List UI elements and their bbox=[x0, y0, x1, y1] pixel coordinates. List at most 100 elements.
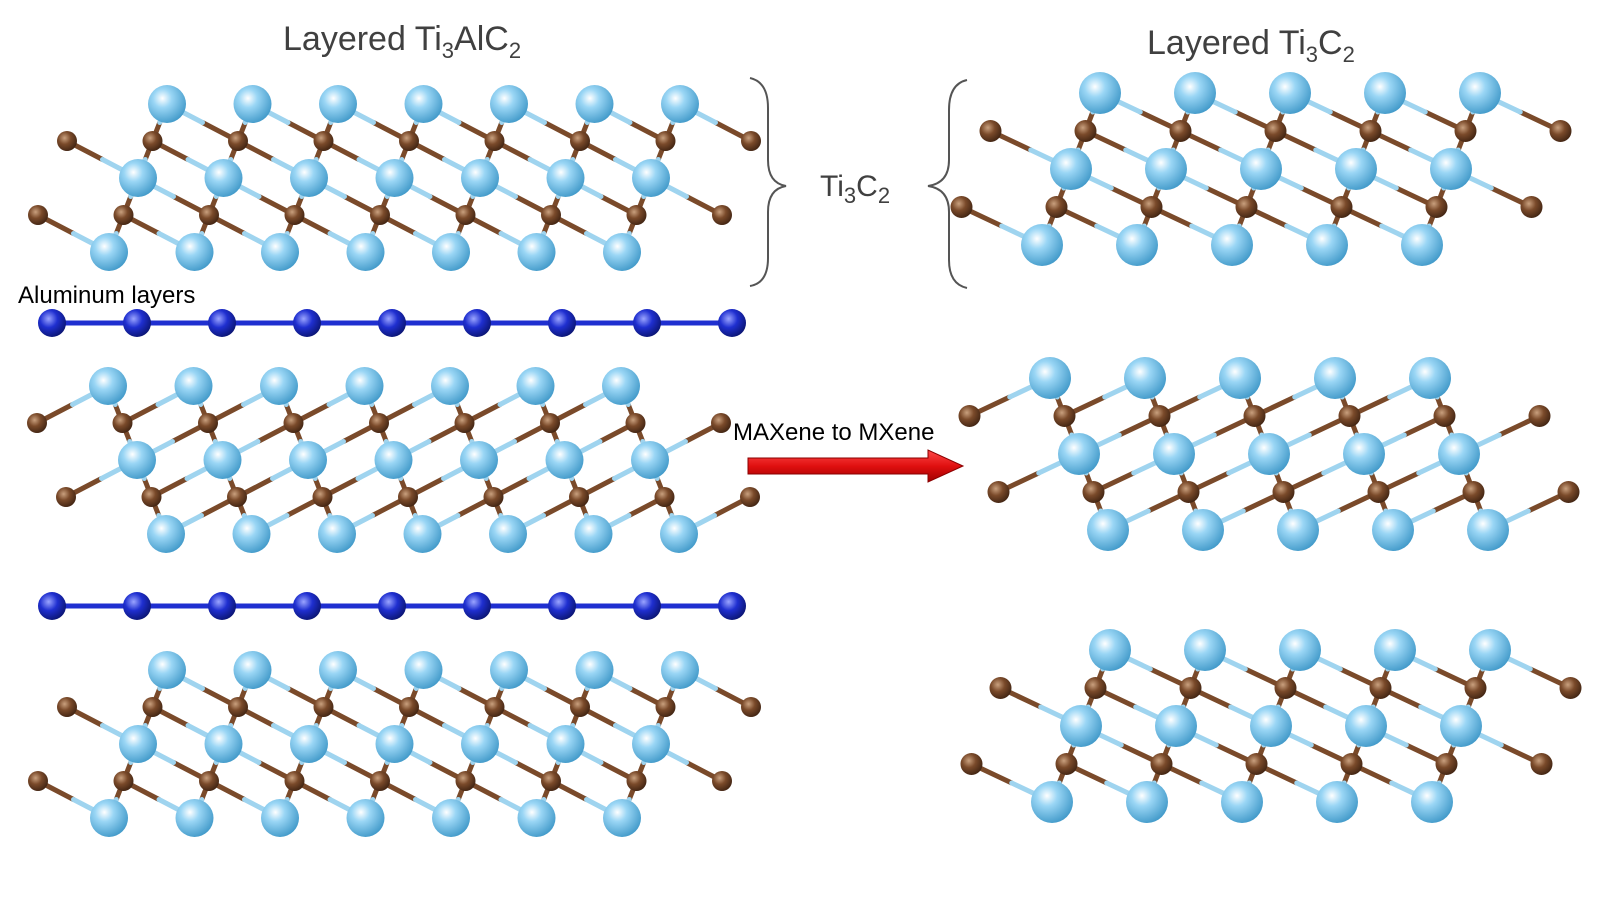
ti-atom bbox=[403, 515, 442, 553]
c-atom bbox=[989, 677, 1012, 699]
ti-atom bbox=[1174, 72, 1216, 114]
ti-atom bbox=[632, 159, 670, 197]
ti-atom bbox=[1031, 781, 1073, 823]
c-atom bbox=[113, 771, 134, 791]
c-atom bbox=[1462, 481, 1485, 503]
ti-atom bbox=[1124, 357, 1166, 399]
ti-atom bbox=[546, 159, 585, 197]
ti-atom bbox=[1145, 148, 1187, 190]
ti-atom bbox=[119, 725, 157, 763]
ti-atom bbox=[404, 651, 443, 689]
c-atom bbox=[960, 753, 983, 775]
ti-atom bbox=[1058, 433, 1100, 475]
brace-label-ti3c2: Ti3C2 bbox=[820, 170, 890, 208]
c-atom bbox=[198, 413, 218, 433]
ti-atom bbox=[404, 85, 443, 123]
c-atom bbox=[711, 413, 731, 433]
ti-atom bbox=[1116, 224, 1158, 266]
ti-atom bbox=[1409, 357, 1451, 399]
c-atom bbox=[1557, 481, 1580, 503]
c-atom bbox=[313, 697, 334, 717]
ti-atom bbox=[175, 799, 214, 837]
ti-atom bbox=[490, 651, 528, 689]
c-atom bbox=[741, 131, 761, 151]
c-atom bbox=[570, 697, 590, 717]
ti-atom bbox=[1126, 781, 1168, 823]
c-atom bbox=[227, 487, 247, 507]
c-atom bbox=[979, 120, 1002, 142]
c-atom bbox=[142, 131, 163, 151]
al-atom bbox=[293, 309, 321, 337]
c-atom bbox=[1425, 196, 1448, 218]
ti-atom bbox=[1401, 224, 1443, 266]
ti-atom bbox=[1250, 705, 1292, 747]
c-atom bbox=[1082, 481, 1105, 503]
ti-atom bbox=[603, 799, 641, 837]
c-atom bbox=[655, 131, 676, 151]
ti-atom bbox=[1240, 148, 1282, 190]
ti-atom bbox=[374, 441, 413, 479]
c-atom bbox=[1177, 481, 1200, 503]
ti-atom bbox=[232, 515, 271, 553]
c-atom bbox=[483, 487, 504, 507]
al-atom bbox=[378, 592, 406, 620]
ti-atom bbox=[289, 441, 327, 479]
ti-atom bbox=[1314, 357, 1356, 399]
c-atom bbox=[1084, 677, 1107, 699]
conversion-arrow bbox=[747, 449, 965, 483]
c-atom bbox=[399, 697, 419, 717]
ti-atom bbox=[461, 725, 499, 763]
c-atom bbox=[455, 771, 476, 791]
ti-atom bbox=[175, 233, 214, 271]
c-atom bbox=[1338, 405, 1361, 427]
c-atom bbox=[1148, 405, 1171, 427]
c-atom bbox=[741, 697, 761, 717]
ti-atom bbox=[1079, 72, 1121, 114]
ti-atom bbox=[1374, 629, 1416, 671]
c-atom bbox=[655, 697, 676, 717]
ti-atom bbox=[1469, 629, 1511, 671]
ti-atom bbox=[1021, 224, 1063, 266]
c-atom bbox=[27, 413, 47, 433]
c-atom bbox=[958, 405, 981, 427]
c-atom bbox=[626, 771, 647, 791]
ti-atom bbox=[204, 159, 243, 197]
ti-atom bbox=[489, 515, 527, 553]
c-atom bbox=[484, 697, 505, 717]
ti-atom bbox=[603, 233, 641, 271]
c-atom bbox=[313, 131, 334, 151]
ti-atom bbox=[204, 725, 243, 763]
ti-atom bbox=[1155, 705, 1197, 747]
ti-atom bbox=[1364, 72, 1406, 114]
ti-atom bbox=[119, 159, 157, 197]
c-atom bbox=[1235, 196, 1258, 218]
ti-atom bbox=[1430, 148, 1472, 190]
al-atom bbox=[38, 309, 66, 337]
right-title: Layered Ti3C2 bbox=[1147, 24, 1355, 67]
c-atom bbox=[112, 413, 133, 433]
c-atom bbox=[1074, 120, 1097, 142]
c-atom bbox=[57, 131, 77, 151]
ti-atom bbox=[431, 367, 469, 405]
ti-atom bbox=[1060, 705, 1102, 747]
ti-atom bbox=[1411, 781, 1453, 823]
c-atom bbox=[56, 487, 76, 507]
ti-atom bbox=[661, 651, 699, 689]
ti-atom bbox=[517, 799, 556, 837]
c-atom bbox=[455, 205, 476, 225]
ti-atom bbox=[174, 367, 213, 405]
ti-atom bbox=[1467, 509, 1509, 551]
ti-atom bbox=[1087, 509, 1129, 551]
ti-atom bbox=[1219, 357, 1261, 399]
ti-atom bbox=[148, 651, 186, 689]
ti-atom bbox=[233, 85, 272, 123]
ti-atom bbox=[575, 85, 614, 123]
c-atom bbox=[57, 697, 77, 717]
c-atom bbox=[1530, 753, 1553, 775]
c-atom bbox=[1369, 677, 1392, 699]
c-atom bbox=[712, 771, 732, 791]
al-atom bbox=[548, 592, 576, 620]
ti-atom bbox=[1184, 629, 1226, 671]
ti-atom bbox=[1221, 781, 1263, 823]
